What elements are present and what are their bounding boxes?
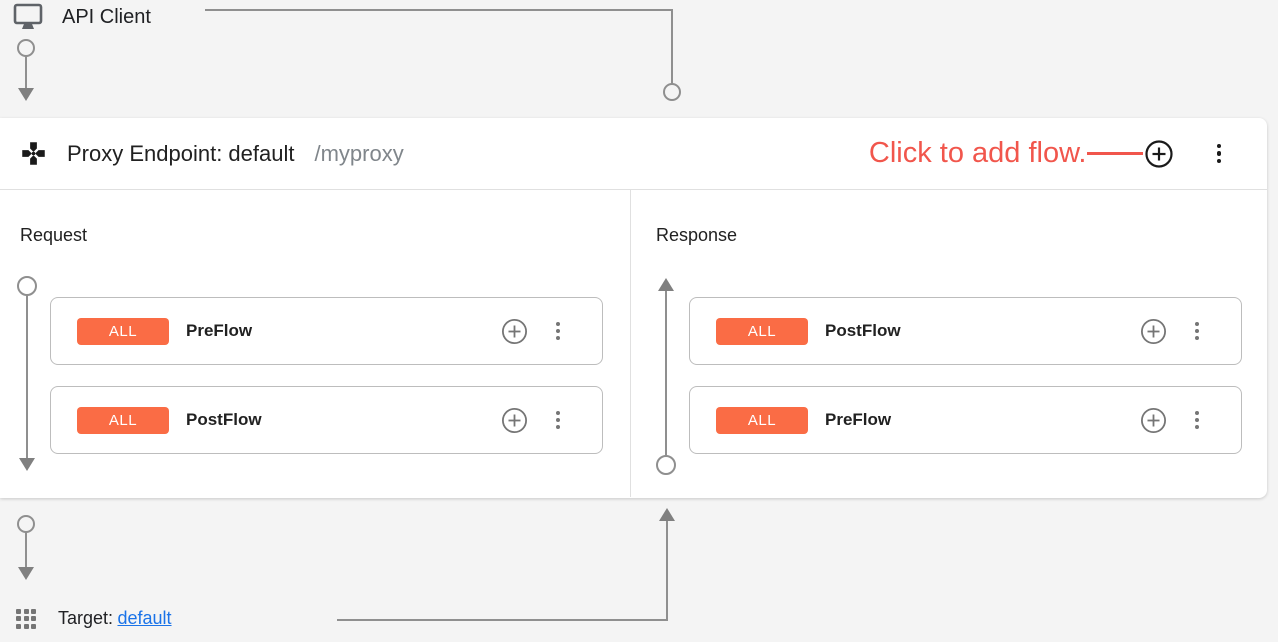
proxy-endpoint-panel: Proxy Endpoint: default /myproxy Click t… [0,118,1267,498]
request-column: Request ALL PreFlow [0,190,631,497]
annotation-pointer-line [1086,152,1143,155]
plus-circle-icon [1140,318,1167,344]
proxy-endpoint-basepath: /myproxy [314,140,404,166]
endpoint-menu-button[interactable] [1211,142,1228,166]
target-node: Target: default [16,608,172,629]
flow-menu-button[interactable] [550,409,566,431]
dpad-icon [22,142,45,165]
add-policy-button[interactable] [1140,318,1167,345]
kebab-menu-icon [556,411,560,415]
apps-grid-icon [16,608,36,629]
flow-menu-button[interactable] [1189,320,1205,342]
api-client-label: API Client [62,5,151,28]
add-policy-button[interactable] [501,318,528,345]
add-flow-button[interactable] [1144,139,1174,169]
plus-circle-icon [1140,407,1167,433]
plus-circle-icon [501,318,528,344]
target-to-response-connector [337,508,675,621]
proxy-endpoint-body: Request ALL PreFlow [0,190,1267,497]
flow-menu-button[interactable] [550,320,566,342]
proxy-endpoint-header: Proxy Endpoint: default /myproxy Click t… [0,118,1267,190]
kebab-menu-icon [1195,411,1199,415]
proxy-endpoint-title: Proxy Endpoint: default [67,140,295,166]
api-client-node: API Client [12,3,151,31]
client-down-arrow-connector [17,39,35,101]
flow-name: PostFlow [825,321,901,340]
plus-circle-icon [1144,139,1173,168]
response-postflow-card[interactable]: ALL PostFlow [689,297,1242,365]
plus-circle-icon [501,407,528,433]
flow-name: PostFlow [186,410,262,429]
response-preflow-card[interactable]: ALL PreFlow [689,386,1242,454]
request-postflow-card[interactable]: ALL PostFlow [50,386,603,454]
client-to-proxy-connector [205,9,681,101]
flow-menu-button[interactable] [1189,409,1205,431]
monitor-icon [13,3,43,29]
proxy-to-target-connector [17,515,35,580]
response-label: Response [656,225,738,245]
add-policy-button[interactable] [501,407,528,434]
target-label: Target: [58,608,114,628]
kebab-menu-icon [1216,143,1221,149]
condition-badge: ALL [77,406,169,434]
condition-badge: ALL [716,406,808,434]
add-policy-button[interactable] [1140,407,1167,434]
flow-name: PreFlow [186,321,253,340]
header-actions: Click to add flow. [869,139,1227,169]
flow-name: PreFlow [825,410,892,429]
request-label: Request [20,225,88,245]
condition-badge: ALL [716,317,808,345]
condition-badge: ALL [77,317,169,345]
add-flow-annotation: Click to add flow. [868,137,1087,169]
response-column: Response ALL PostFlow [631,190,1267,497]
kebab-menu-icon [556,322,560,326]
request-preflow-card[interactable]: ALL PreFlow [50,297,603,365]
target-default-link[interactable]: default [117,608,172,628]
kebab-menu-icon [1195,322,1199,326]
